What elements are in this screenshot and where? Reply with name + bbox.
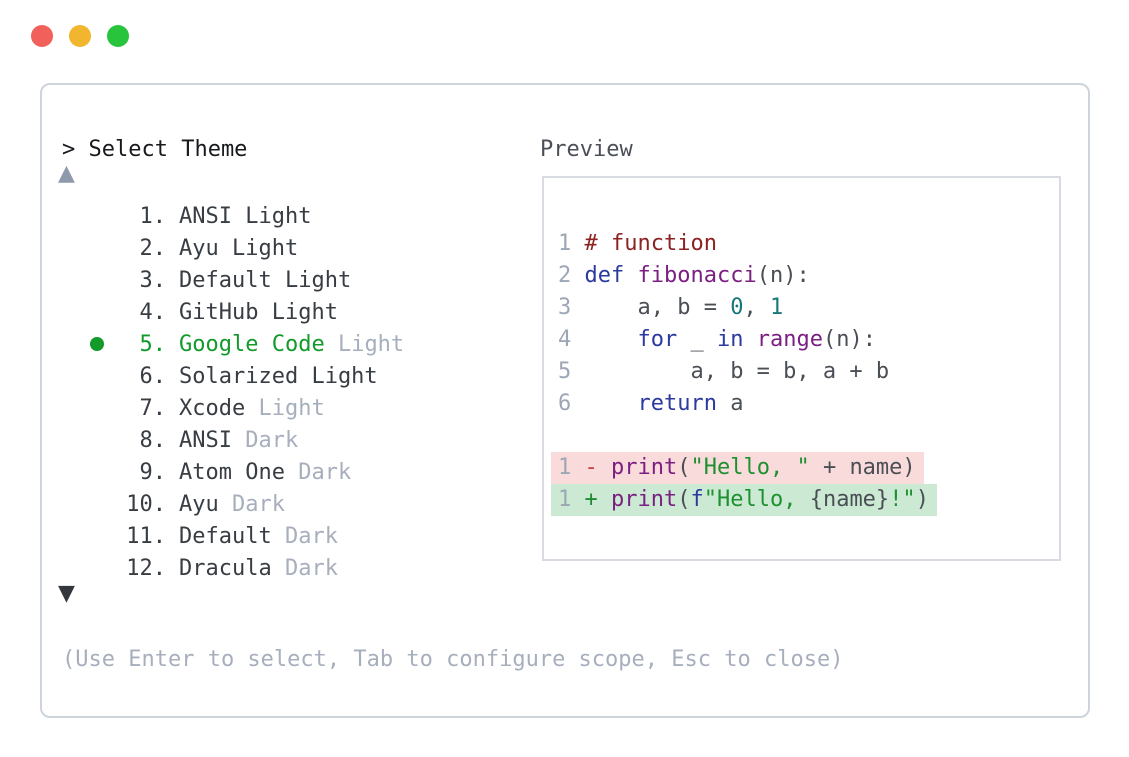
blank-line bbox=[558, 420, 1051, 452]
line-number: 5 bbox=[558, 359, 585, 384]
line-number: 1 bbox=[558, 231, 585, 256]
theme-item-number: 9. bbox=[139, 459, 167, 485]
theme-item-number: 1. bbox=[139, 203, 167, 229]
code-preview: 1 # function 2 def fibonacci(n): 3 a, b = … bbox=[551, 228, 1051, 516]
code-line: 1 # function bbox=[558, 231, 717, 256]
line-number: 1 bbox=[558, 487, 585, 512]
theme-item-name: Xcode bbox=[179, 395, 246, 421]
theme-item-number: 7. bbox=[139, 395, 167, 421]
theme-item-number: 8. bbox=[139, 427, 167, 453]
theme-item-number: 2. bbox=[139, 235, 167, 261]
theme-list-item[interactable]: 6. Solarized Light bbox=[42, 360, 404, 392]
preview-label: Preview bbox=[540, 137, 633, 162]
theme-item-name: Atom One bbox=[179, 459, 285, 485]
theme-item-number: 5. bbox=[139, 331, 167, 357]
theme-item-number: 3. bbox=[139, 267, 167, 293]
theme-item-variant: Dark bbox=[271, 523, 338, 549]
close-button-icon[interactable] bbox=[31, 25, 53, 47]
diff-sign: - bbox=[584, 455, 611, 480]
diff-highlight: 1 + print(f"Hello, {name}!") bbox=[551, 484, 937, 516]
theme-list: 1. ANSI Light 2. Ayu Light 3. Default Light 4.… bbox=[42, 200, 404, 584]
line-number: 3 bbox=[558, 295, 585, 320]
scroll-up-icon[interactable]: ▲ bbox=[58, 161, 75, 186]
code-line: 4 for _ in range(n): bbox=[558, 327, 876, 352]
theme-item-number: 12. bbox=[126, 555, 166, 581]
diff-sign: + bbox=[584, 487, 611, 512]
theme-item-name: Dracula bbox=[179, 555, 272, 581]
theme-item-variant: Dark bbox=[284, 459, 352, 485]
theme-item-variant: Dark bbox=[218, 491, 285, 517]
theme-picker-panel: > Select Theme ▲ 1. ANSI Light 2. Ayu Light… bbox=[40, 83, 1090, 718]
code-line: 3 a, b = 0, 1 bbox=[558, 295, 784, 320]
theme-item-variant: Dark bbox=[231, 427, 299, 453]
scroll-down-icon[interactable]: ▼ bbox=[58, 581, 75, 606]
theme-item-number: 6. bbox=[139, 363, 167, 389]
line-number: 1 bbox=[558, 455, 585, 480]
theme-list-item[interactable]: 7. Xcode Light bbox=[42, 392, 404, 424]
code-line: 6 return a bbox=[558, 391, 744, 416]
theme-list-item[interactable]: 1. ANSI Light bbox=[42, 200, 404, 232]
code-line: 5 a, b = b, a + b bbox=[558, 359, 890, 384]
theme-list-item[interactable]: 12. Dracula Dark bbox=[42, 552, 404, 584]
maximize-button-icon[interactable] bbox=[107, 25, 129, 47]
theme-list-item[interactable]: 3. Default Light bbox=[42, 264, 404, 296]
minimize-button-icon[interactable] bbox=[69, 25, 91, 47]
theme-item-number: 4. bbox=[139, 299, 167, 325]
theme-list-item[interactable]: 8. ANSI Dark bbox=[42, 424, 404, 456]
theme-item-name: Google Code bbox=[179, 331, 325, 357]
theme-item-number: 10. bbox=[126, 491, 166, 517]
theme-list-item[interactable]: 2. Ayu Light bbox=[42, 232, 404, 264]
diff-highlight: 1 - print("Hello, " + name) bbox=[551, 452, 924, 484]
line-number: 6 bbox=[558, 391, 585, 416]
theme-item-number: 11. bbox=[126, 523, 166, 549]
window-traffic-lights bbox=[31, 25, 129, 47]
theme-item-name: Default Light bbox=[179, 267, 352, 293]
select-theme-prompt: > Select Theme bbox=[62, 137, 248, 162]
diff-line-removed: 1 - print("Hello, " + name) bbox=[551, 452, 1051, 484]
theme-list-item[interactable]: 11. Default Dark bbox=[42, 520, 404, 552]
theme-list-item[interactable]: 10. Ayu Dark bbox=[42, 488, 404, 520]
line-number: 2 bbox=[558, 263, 585, 288]
theme-item-name: ANSI bbox=[179, 427, 232, 453]
code-line: 2 def fibonacci(n): bbox=[558, 263, 810, 288]
selection-dot-slot bbox=[84, 337, 110, 351]
theme-item-name: Ayu bbox=[179, 491, 219, 517]
diff-line-added: 1 + print(f"Hello, {name}!") bbox=[551, 484, 1051, 516]
theme-item-name: Solarized Light bbox=[179, 363, 378, 389]
preview-box: 1 # function 2 def fibonacci(n): 3 a, b = … bbox=[542, 176, 1061, 561]
selected-dot-icon bbox=[90, 337, 104, 351]
theme-list-item[interactable]: 4. GitHub Light bbox=[42, 296, 404, 328]
theme-item-variant: Dark bbox=[271, 555, 338, 581]
theme-item-variant: Light bbox=[324, 331, 405, 357]
help-text: (Use Enter to select, Tab to configure s… bbox=[62, 647, 844, 672]
theme-list-item[interactable]: 9. Atom One Dark bbox=[42, 456, 404, 488]
theme-item-variant: Light bbox=[245, 395, 325, 421]
theme-item-name: Ayu Light bbox=[179, 235, 299, 261]
line-number: 4 bbox=[558, 327, 585, 352]
theme-item-name: ANSI Light bbox=[179, 203, 312, 229]
theme-item-name: Default bbox=[179, 523, 272, 549]
theme-item-name: GitHub Light bbox=[179, 299, 338, 325]
theme-list-item[interactable]: 5. Google Code Light bbox=[42, 328, 404, 360]
